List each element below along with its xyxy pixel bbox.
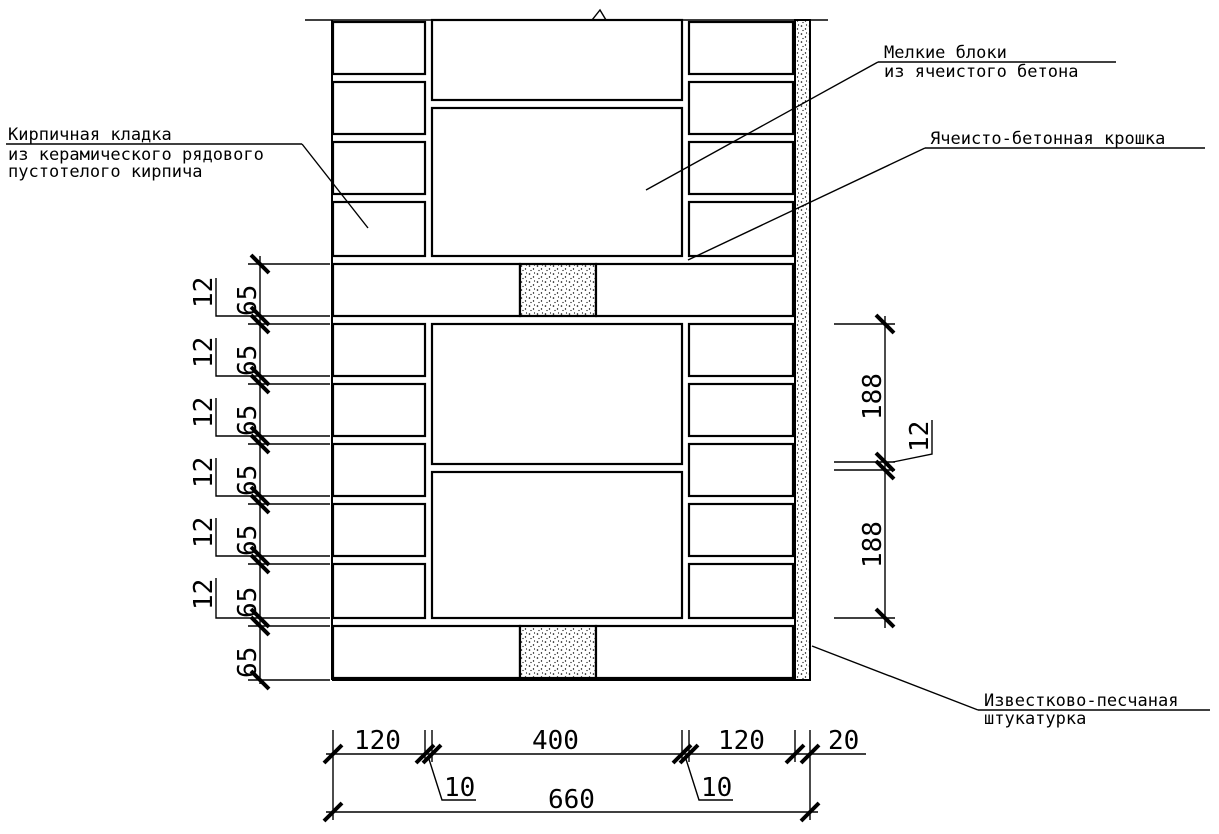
dim-block-height: 188 [858, 373, 888, 420]
plaster-layer [794, 19, 811, 681]
dim-joint: 12 [189, 579, 219, 610]
aerated-block [430, 322, 684, 466]
dim-plaster-width: 20 [828, 726, 859, 756]
label-blocks-line2: из ячеистого бетона [884, 62, 1078, 82]
dim-total: 660 [548, 785, 595, 815]
dim-course: 65 [233, 345, 263, 376]
brick-column-right-upper [687, 20, 795, 258]
tie-course-upper [331, 262, 795, 318]
dim-joint: 12 [189, 457, 219, 488]
dim-course: 65 [233, 525, 263, 556]
aerated-block [430, 18, 684, 102]
aerated-block [430, 470, 684, 620]
tie-course-lower [331, 624, 795, 680]
dim-joint: 12 [189, 517, 219, 548]
dim-course: 65 [233, 405, 263, 436]
brick-column-left-upper [331, 20, 427, 258]
bottom-dimension-chain [322, 730, 866, 823]
label-blocks-title: Мелкие блоки [884, 43, 1007, 63]
dim-course: 65 [233, 465, 263, 496]
dim-brick-width: 120 [718, 726, 765, 756]
dim-joint: 12 [189, 277, 219, 308]
dim-gap: 10 [701, 773, 732, 803]
label-plaster-line2: штукатурка [984, 709, 1086, 729]
right-dimension-chain [834, 313, 933, 629]
label-brick-line3: пустотелого кирпича [8, 162, 202, 182]
label-plaster-title: Известково-песчаная [984, 691, 1178, 711]
label-brick-line2: из керамического рядового [8, 145, 264, 165]
dim-block-joint: 12 [905, 421, 935, 452]
dim-joint: 12 [189, 337, 219, 368]
dim-block-height: 188 [858, 521, 888, 568]
leader-blocks [645, 61, 1116, 191]
leader-crumb [687, 147, 1205, 261]
dim-course: 65 [233, 647, 263, 678]
dim-course: 65 [233, 285, 263, 316]
label-crumb: Ячеисто-бетонная крошка [930, 129, 1165, 149]
dim-brick-width: 120 [354, 726, 401, 756]
left-dimension-chain [215, 253, 330, 691]
leader-brick [6, 143, 369, 229]
dim-joint: 12 [189, 397, 219, 428]
dim-block-width: 400 [532, 726, 579, 756]
aerated-block [430, 106, 684, 258]
crumb-fill [518, 262, 598, 318]
label-brick-title: Кирпичная кладка [8, 125, 172, 145]
dim-gap: 10 [444, 773, 475, 803]
leader-plaster [811, 645, 1210, 711]
brick-column-right-lower [687, 322, 795, 620]
brick-column-left-lower [331, 322, 427, 620]
dim-course: 65 [233, 587, 263, 618]
crumb-fill [518, 624, 598, 680]
